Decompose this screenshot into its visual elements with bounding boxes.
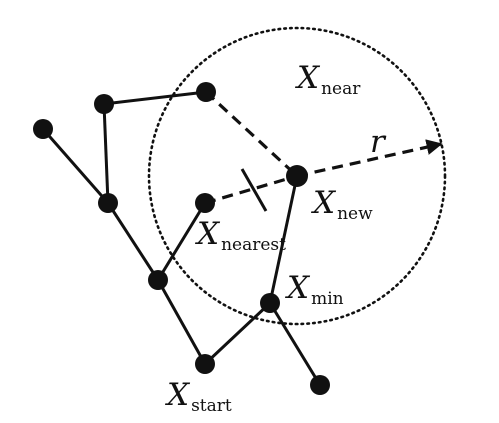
node-nearest (195, 193, 215, 213)
node-start (195, 354, 215, 374)
node-near (196, 82, 216, 102)
dashed-edge-nearest-new (204, 174, 298, 205)
tree-edges (41, 90, 322, 386)
node-b (98, 193, 118, 213)
edge-b-c (106, 202, 160, 281)
label-radius: r (370, 124, 387, 160)
candidate-edges (204, 90, 443, 205)
edge-d-e (103, 90, 207, 106)
edge-a-b (41, 128, 110, 204)
node-min (260, 293, 280, 313)
edge-c-start (156, 279, 207, 365)
node-a (33, 119, 53, 139)
rejected-edge-cross (240, 168, 268, 212)
edge-c-nearest (156, 202, 207, 281)
node-c (148, 270, 168, 290)
node-new (286, 165, 308, 187)
near-neighborhood-circle (147, 26, 447, 326)
edge-b-d (102, 103, 110, 204)
edge-min-f (268, 302, 322, 386)
edge-start-min (203, 301, 272, 366)
node-d (94, 94, 114, 114)
radius-arrow (296, 139, 443, 178)
edge-min-new (268, 175, 299, 304)
node-f (310, 375, 330, 395)
tree-nodes (33, 82, 330, 395)
dashed-edge-near-new (204, 90, 299, 178)
